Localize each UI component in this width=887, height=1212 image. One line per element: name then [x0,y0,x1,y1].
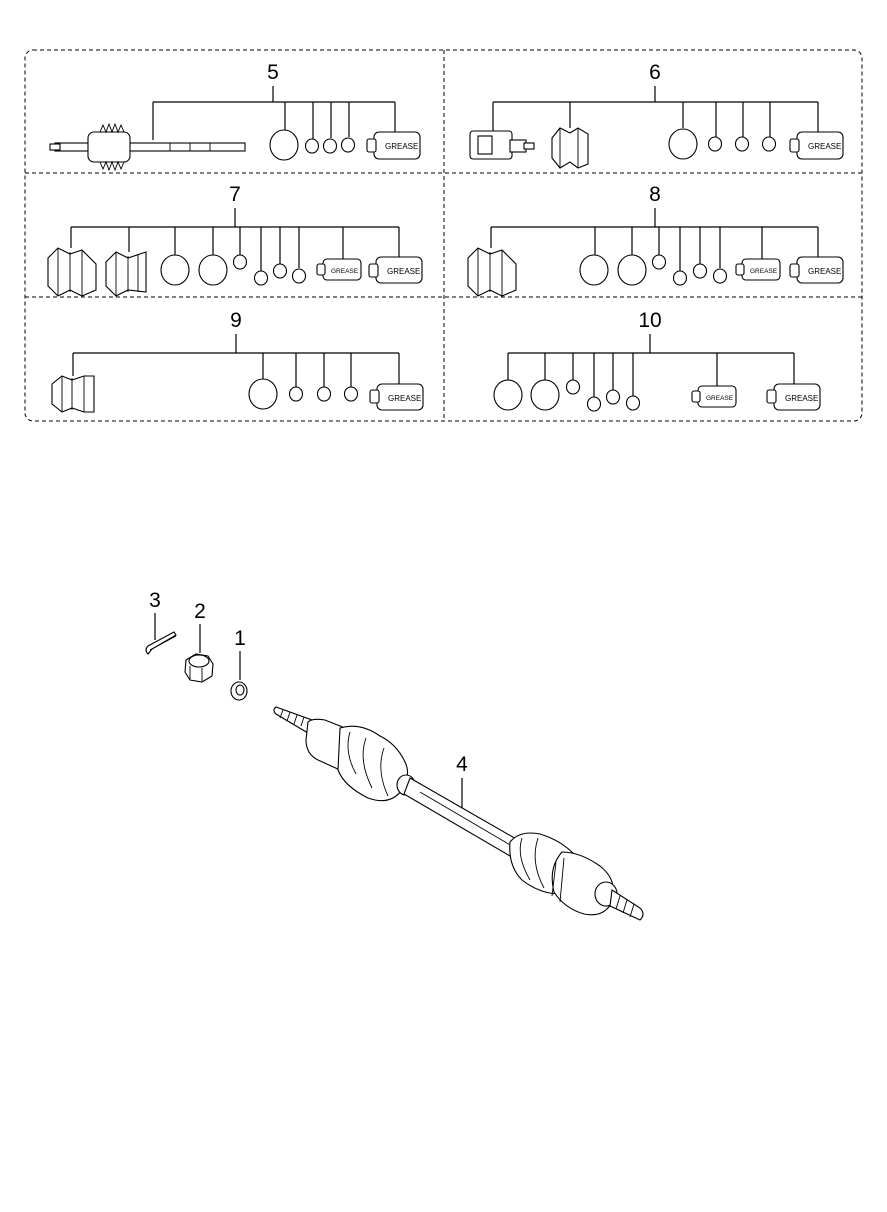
clamp-ring [288,386,304,402]
boot-ring-large [579,254,609,286]
kit-8[interactable]: 8 GREASE [467,183,844,297]
clamp-ring [625,395,641,411]
boot-ring-large [160,254,190,286]
kit-9[interactable]: 9 GREASE [51,309,424,413]
grease-label: GREASE [331,268,359,275]
grease-tube-small: GREASE [691,385,737,408]
clamp-ring [692,263,708,279]
drive-shaft-assembly [273,706,644,921]
inner-joint-housing [469,130,535,160]
clamp-ring [651,254,667,270]
clamp-ring [734,136,750,152]
grease-label: GREASE [808,267,841,276]
clamp-ring [707,136,723,152]
callout-3[interactable]: 3 [145,589,177,655]
castle-nut [184,653,214,683]
grease-tube: GREASE [766,383,821,411]
kit-7-leader-lines [70,208,400,271]
clamp-ring [565,379,581,395]
kit-6[interactable]: 6 GREASE [469,61,844,169]
kit-10[interactable]: 10 GREASE GREASE [493,309,821,412]
kit-5[interactable]: 5 GREASE [49,61,421,172]
clamp-ring [232,254,248,270]
grease-label: GREASE [388,394,421,403]
clamp-ring [343,386,359,402]
clamp-ring [340,137,356,153]
washer [230,681,248,701]
kit-9-leader-lines [72,334,400,388]
boot-ring-large [198,254,228,286]
grease-label: GREASE [785,394,818,403]
outer-joint-shaft-assembly [49,122,246,172]
cv-boot-outer [47,247,97,297]
boot-ring-large [617,254,647,286]
callout-2[interactable]: 2 [184,600,214,683]
grease-label: GREASE [808,142,841,151]
kit-9-number: 9 [230,309,242,332]
grease-label: GREASE [387,267,420,276]
grease-label: GREASE [750,268,778,275]
clamp-ring [304,138,320,154]
callout-4[interactable]: 4 [273,706,644,921]
clamp-ring [253,270,269,286]
grease-tube: GREASE [789,131,844,160]
clamp-ring [322,138,338,154]
cv-boot-inner [105,251,147,297]
clamp-ring [712,268,728,284]
grease-tube: GREASE [789,256,844,284]
grease-tube-small: GREASE [316,258,362,281]
clamp-ring [605,389,621,405]
cv-boot [51,375,95,413]
callout-4-number: 4 [456,753,468,776]
boot-ring-large [530,379,560,411]
boot-ring-large [493,379,523,411]
callout-2-number: 2 [194,600,206,623]
clamp-ring [586,396,602,412]
kit-8-leader-lines [490,208,819,271]
boot-ring-large [668,128,698,160]
cv-boot [551,127,589,169]
kit-6-number: 6 [649,61,661,84]
grease-label: GREASE [706,395,734,402]
clamp-ring [272,263,288,279]
grease-label: GREASE [385,142,418,151]
kit-8-number: 8 [649,183,661,206]
callout-1-number: 1 [234,627,246,650]
kit-7[interactable]: 7 [47,183,423,297]
kit-10-leader-lines [507,334,795,397]
grease-tube: GREASE [366,131,421,160]
cotter-pin [145,631,177,655]
grease-tube-small: GREASE [735,258,781,281]
clamp-ring [291,268,307,284]
kit-10-number: 10 [638,309,661,332]
clamp-ring [672,270,688,286]
kit-7-number: 7 [229,183,241,206]
boot-ring-large [248,378,278,410]
callout-3-number: 3 [149,589,161,612]
clamp-ring [761,136,777,152]
callout-1[interactable]: 1 [230,627,248,701]
kit-5-number: 5 [267,61,279,84]
cv-boot [467,247,517,297]
kit-grid-frame [24,49,863,422]
clamp-ring [316,386,332,402]
boot-ring-large [269,129,299,161]
grease-tube: GREASE [368,256,423,284]
grease-tube: GREASE [369,383,424,411]
kit-5-leader-lines [152,86,396,140]
kit-6-leader-lines [492,86,819,138]
